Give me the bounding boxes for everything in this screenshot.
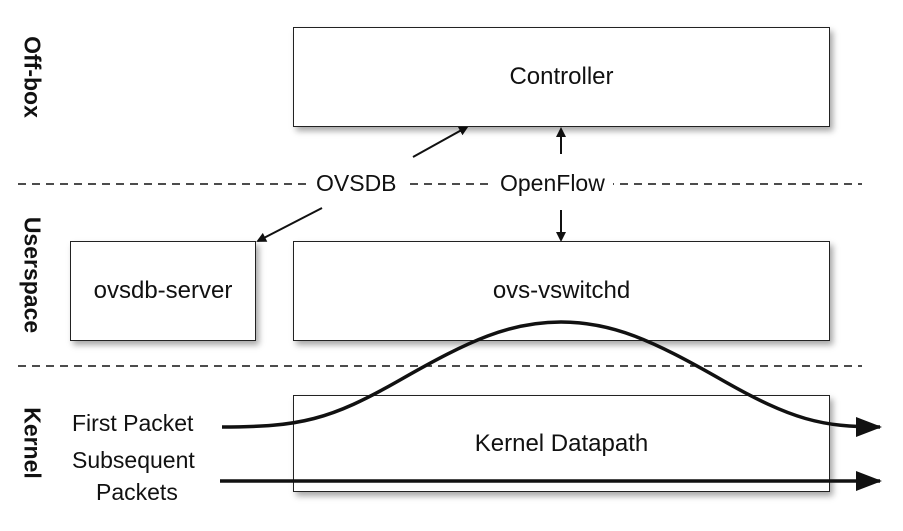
ovsdb-arrow-to-controller (412, 126, 469, 158)
layer-label-offbox: Off-box (19, 36, 46, 118)
subsequent-packets-label-line2: Packets (96, 479, 178, 505)
first-packet-path (221, 320, 882, 437)
ovsdb-arrow-to-server (256, 207, 323, 242)
ovs-vswitchd-label: ovs-vswitchd (492, 277, 631, 304)
openflow-protocol-label: OpenFlow (492, 170, 613, 197)
ovsdb-server-label: ovsdb-server (93, 277, 233, 304)
kernel-datapath-label: Kernel Datapath (474, 429, 649, 457)
ovsdb-server-box: ovsdb-server (70, 241, 256, 341)
kernel-datapath-box: Kernel Datapath (293, 395, 830, 492)
controller-label: Controller (509, 63, 614, 90)
ovs-vswitchd-box: ovs-vswitchd (293, 241, 830, 341)
first-packet-label: First Packet (72, 410, 194, 436)
layer-label-userspace: Userspace (19, 216, 46, 334)
subsequent-packets-label-line1: Subsequent (72, 447, 195, 473)
controller-box: Controller (293, 27, 830, 127)
layer-label-kernel: Kernel (19, 407, 46, 479)
ovsdb-protocol-label: OVSDB (308, 170, 405, 197)
